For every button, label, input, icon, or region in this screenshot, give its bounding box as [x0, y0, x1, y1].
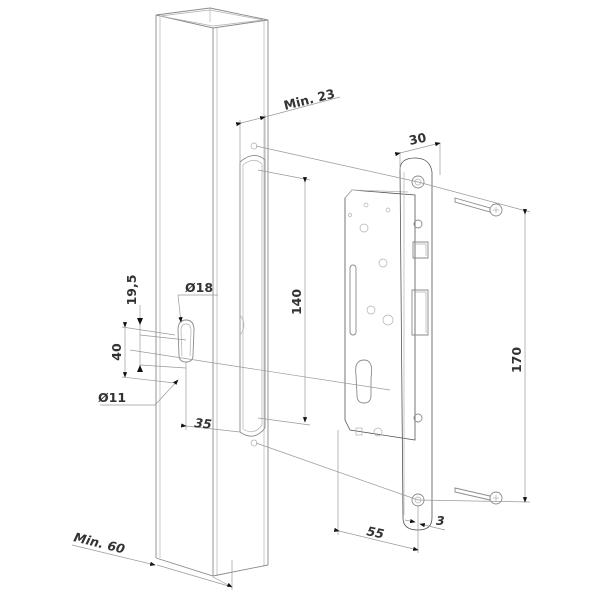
svg-text:30: 30: [408, 130, 428, 148]
svg-text:40: 40: [109, 343, 124, 361]
dimension-170: 170: [509, 209, 528, 503]
dimension-35: 35: [180, 362, 241, 433]
fixing-screw-top: [454, 197, 503, 217]
svg-text:Min. 23: Min. 23: [282, 86, 336, 113]
svg-text:19,5: 19,5: [124, 275, 139, 306]
projection-lines: [129, 145, 531, 503]
svg-text:Ø11: Ø11: [98, 390, 126, 405]
svg-text:55: 55: [365, 523, 385, 541]
face-plate-slot: [239, 142, 266, 447]
svg-text:Ø18: Ø18: [185, 280, 213, 295]
svg-text:35: 35: [194, 415, 213, 432]
svg-text:170: 170: [509, 347, 524, 373]
dimension-min-60: Min. 60: [71, 529, 233, 590]
mortise-lock-body: [344, 189, 416, 441]
dimension-55: 55: [333, 430, 419, 553]
dimension-19-5: 19,5: [124, 275, 143, 372]
svg-text:3: 3: [436, 513, 445, 528]
svg-text:140: 140: [289, 289, 304, 315]
lock-face-plate: [399, 157, 433, 531]
dimension-min-23: Min. 23: [235, 86, 341, 165]
fixing-screw-bottom: [454, 487, 503, 505]
svg-text:Min. 60: Min. 60: [72, 529, 126, 556]
dimension-11: Ø11: [98, 379, 179, 406]
dimension-40: 40: [109, 322, 176, 384]
euro-cylinder-cutout: [177, 319, 195, 363]
dimension-3: 3: [404, 513, 446, 531]
dimension-18: Ø18: [177, 280, 218, 323]
dimension-30: 30: [394, 130, 441, 175]
dimension-140: 140: [289, 177, 308, 423]
square-post: [155, 7, 269, 577]
